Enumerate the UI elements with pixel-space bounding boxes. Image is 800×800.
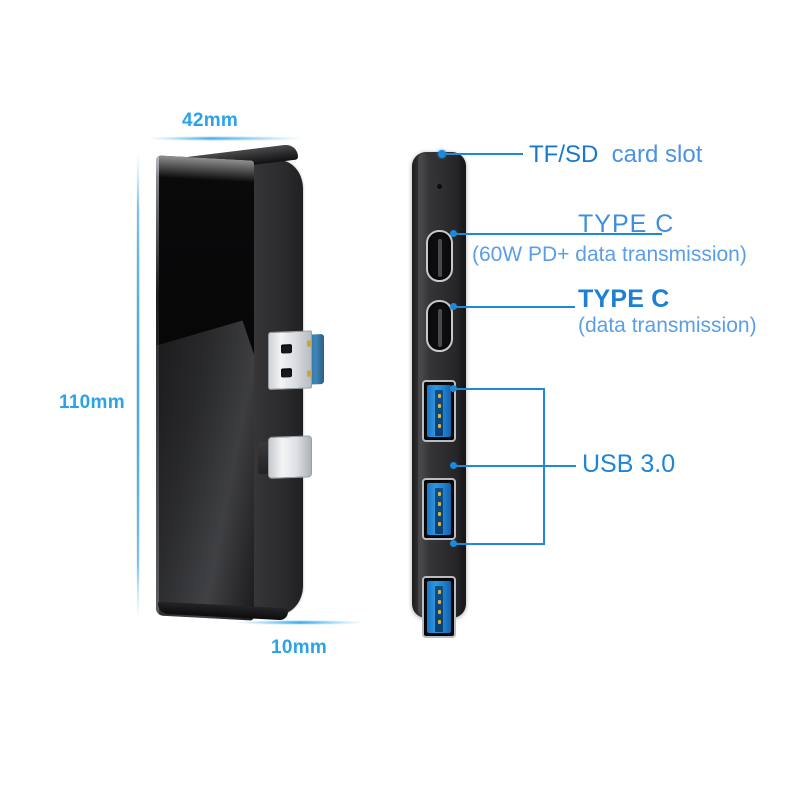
usb-c-plug-icon [258,435,318,479]
usb-3-pin [437,492,441,496]
leader-line-typec-pd [455,233,662,235]
height-dimension-label: 110mm [59,392,125,413]
device-port-view [412,152,466,638]
width-guide-line [146,137,306,140]
usb-3-pin [437,404,441,408]
callout-typec-data-secondary: (data transmission) [578,314,757,337]
usb-3-tongue [435,390,443,436]
usb-3-pin [437,610,441,614]
device-front-face [156,155,254,621]
leader-dot-usb3-top [450,385,457,392]
usb-c-port-pd[interactable] [426,230,453,282]
leader-line-usb3-mid [455,465,544,467]
device-perspective-view [150,143,330,622]
led-indicator-icon [437,184,442,189]
usb-a-hole [281,344,292,354]
leader-line-typec-data [455,306,575,308]
usb-3-pin [437,394,441,398]
callout-typec-pd-secondary: (60W PD+ data transmission) [472,243,747,266]
usb-3-pin [437,512,441,516]
leader-line-usb3-top [455,388,544,390]
leader-line-tfsd [446,153,523,155]
usb-3-pin [437,414,441,418]
usb-a-hole [281,368,292,378]
tfsd-slot-marker-icon [438,150,446,158]
usb-3-tongue [435,586,443,632]
usb-3-pin [437,424,441,428]
callout-tfsd-secondary: card slot [611,141,703,168]
depth-dimension-label: 10mm [271,637,328,658]
leader-dot-typec-pd [450,230,457,237]
usb-a-plug-icon [268,330,324,390]
usb-c-shell [268,435,312,479]
usb-3-port[interactable] [422,576,456,638]
callout-usb3: USB 3.0 [582,450,676,478]
left-edge-highlight [156,155,159,616]
usb-3-pin [437,502,441,506]
leader-dot-usb3-bottom [450,540,457,547]
height-guide-line [137,150,139,622]
leader-dot-usb3-mid [450,462,457,469]
leader-dot-typec-data [450,303,457,310]
usb-3-pin [437,600,441,604]
usb-3-tongue [435,488,443,534]
usb-3-pin [437,522,441,526]
top-highlight [156,155,254,183]
usb-3-port[interactable] [422,478,456,540]
width-dimension-label: 42mm [182,110,239,131]
gloss-reflection [156,320,254,621]
usb-a-contact [307,370,312,377]
depth-guide-line [235,621,365,624]
callout-tfsd: TF/SD card slot [529,141,702,169]
leader-line-usb3-bottom [455,543,544,545]
usb-a-contact [307,340,312,347]
usb-3-pin [437,620,441,624]
leader-line-usb3-label [543,465,576,467]
callout-typec-pd-primary: TYPE C [578,210,675,238]
callout-tfsd-primary: TF/SD [529,141,599,168]
callout-typec-data-primary: TYPE C [578,285,670,313]
usb-c-port-data[interactable] [426,300,453,352]
usb-3-pin [437,590,441,594]
usb-a-shell [268,330,312,390]
